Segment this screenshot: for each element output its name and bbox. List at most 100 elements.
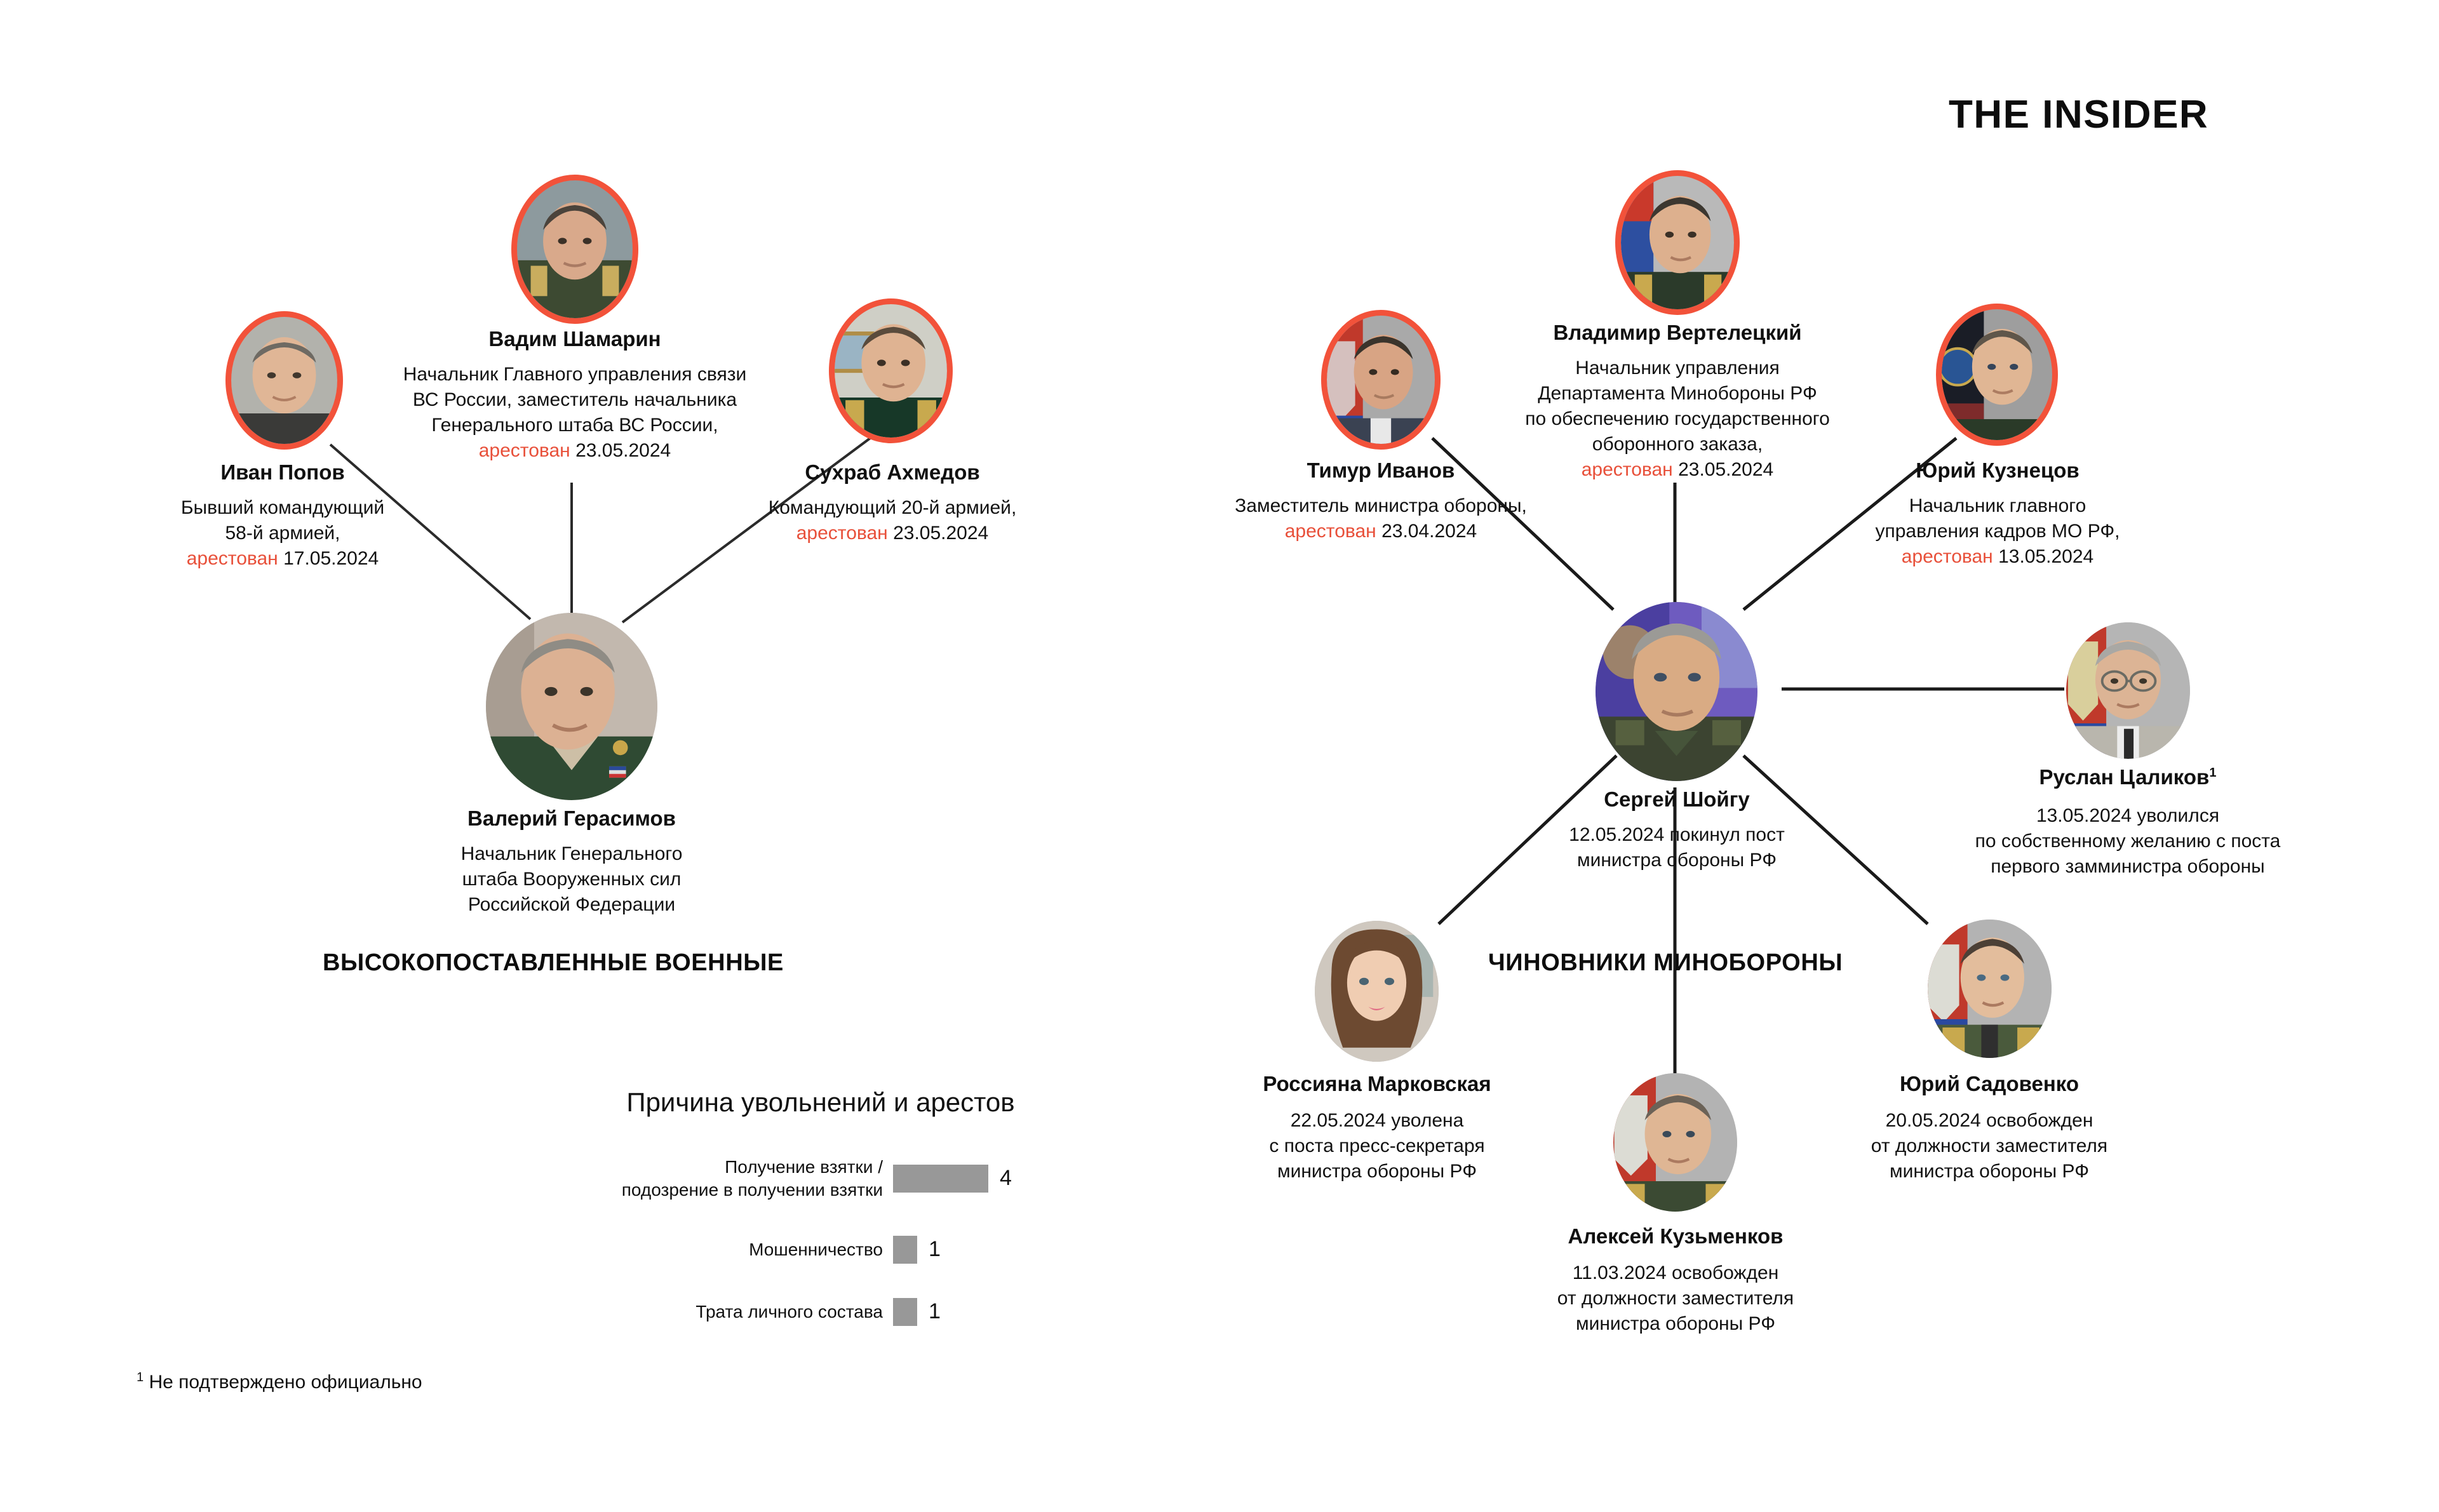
- chart-category-label: Трата личного состава: [445, 1301, 893, 1323]
- status-date: 23.05.2024: [893, 522, 989, 544]
- label-line: Мошенничество: [749, 1239, 883, 1259]
- status-line: арестован 23.05.2024: [353, 438, 797, 464]
- gerasimov-photo: [486, 613, 657, 800]
- portrait-popov: [225, 311, 343, 450]
- desc-line: по обеспечению государственного: [1525, 408, 1830, 429]
- desc-line: Генерального штаба ВС России,: [431, 414, 718, 436]
- desc-line: Начальник Генерального: [460, 843, 683, 864]
- chart-row: Мошенничество 1: [445, 1235, 1112, 1264]
- desc-line: ВС России, заместитель начальника: [412, 389, 737, 410]
- the-insider-logo: THE INSIDER: [1949, 93, 2209, 137]
- desc-line: оборонного заказа,: [1592, 433, 1763, 455]
- portrait-kuznetsov: [1936, 304, 2058, 446]
- desc-line: Начальник Главного управления связи: [403, 364, 747, 385]
- desc-line: 11.03.2024 освобожден: [1572, 1262, 1779, 1283]
- status-date: 23.05.2024: [575, 439, 671, 461]
- desc-line: министра обороны РФ: [1277, 1160, 1477, 1182]
- desc-sadovenko: 20.05.2024 освобожден от должности замес…: [1792, 1108, 2186, 1184]
- portrait-markovskaya: [1315, 921, 1439, 1062]
- portrait-kuzmenkov: [1613, 1073, 1737, 1212]
- name-tsalikov: Руслан Цаликов1: [1937, 765, 2318, 789]
- chart-category-label: Мошенничество: [445, 1238, 893, 1261]
- name-markovskaya: Россияна Марковская: [1263, 1072, 1491, 1095]
- chart-row: Трата личного состава 1: [445, 1297, 1112, 1326]
- desc-gerasimov: Начальник Генерального штаба Вооруженных…: [381, 841, 762, 918]
- popov-photo: [231, 317, 337, 444]
- chart-bar: [893, 1164, 988, 1193]
- desc-tsalikov: 13.05.2024 уволился по собственному жела…: [1925, 803, 2331, 880]
- name-shoigu: Сергей Шойгу: [1604, 787, 1750, 811]
- chart-bar: [893, 1235, 917, 1264]
- label-line: подозрение в получении взятки: [621, 1179, 883, 1200]
- status-date: 13.05.2024: [1998, 545, 2094, 567]
- markovskaya-photo: [1315, 921, 1439, 1062]
- desc-line: Департамента Минобороны РФ: [1538, 382, 1817, 404]
- desc-line: Начальник управления: [1575, 358, 1780, 378]
- footnote-ref: 1: [2209, 766, 2217, 780]
- desc-line: первого замминистра обороны: [1991, 855, 2265, 877]
- chart-value-label: 1: [929, 1237, 941, 1262]
- tsalikov-photo: [2066, 622, 2190, 759]
- desc-line: Заместитель министра обороны,: [1235, 495, 1527, 516]
- name-kuzmenkov: Алексей Кузьменков: [1568, 1224, 1784, 1248]
- desc-ivanov: Заместитель министра обороны, арестован …: [1178, 493, 1584, 544]
- desc-line: Начальник главного: [1909, 495, 2086, 516]
- desc-line: с поста пресс-секретаря: [1269, 1135, 1485, 1156]
- desc-line: министра обороны РФ: [1576, 849, 1777, 871]
- desc-kuzmenkov: 11.03.2024 освобожден от должности замес…: [1479, 1261, 1872, 1337]
- name-sadovenko: Юрий Садовенко: [1900, 1072, 2079, 1095]
- status-badge: арестован: [1901, 545, 1993, 567]
- desc-line: министра обороны РФ: [1889, 1160, 2090, 1182]
- name-popov: Иван Попов: [220, 460, 345, 484]
- desc-line: штаба Вооруженных сил: [462, 868, 682, 890]
- ivanov-photo: [1327, 316, 1435, 444]
- chart-value-label: 1: [929, 1299, 941, 1324]
- name-shamarin: Вадим Шамарин: [488, 327, 661, 351]
- desc-line: Командующий 20-й армией,: [768, 497, 1017, 518]
- status-line: арестован 17.05.2024: [79, 546, 486, 572]
- name-akhmedov: Сухраб Ахмедов: [805, 460, 980, 484]
- desc-line: 13.05.2024 уволился: [2036, 805, 2220, 826]
- desc-popov: Бывший командующий 58-й армией, арестова…: [79, 495, 486, 572]
- portrait-ivanov: [1321, 310, 1441, 450]
- desc-verteletsky: Начальник управления Департамента Минобо…: [1474, 356, 1881, 482]
- kuznetsov-photo: [1942, 309, 2052, 440]
- desc-akhmedov: Командующий 20-й армией, арестован 23.05…: [683, 495, 1102, 546]
- status-badge: арестован: [1284, 520, 1376, 542]
- status-line: арестован 13.05.2024: [1801, 544, 2194, 570]
- name-ivanov: Тимур Иванов: [1307, 458, 1455, 482]
- desc-line: министра обороны РФ: [1575, 1313, 1776, 1334]
- kuzmenkov-photo: [1613, 1073, 1737, 1212]
- desc-kuznetsov: Начальник главного управления кадров МО …: [1801, 493, 2194, 570]
- footnote: 1 Не подтверждено официально: [137, 1370, 422, 1393]
- desc-line: 58-й армией,: [225, 522, 340, 544]
- name-verteletsky: Владимир Вертелецкий: [1553, 321, 1802, 344]
- desc-line: 22.05.2024 уволена: [1290, 1110, 1464, 1131]
- status-date: 23.05.2024: [1678, 458, 1774, 480]
- desc-line: управления кадров МО РФ,: [1875, 520, 2120, 542]
- chart-row: Получение взятки / подозрение в получени…: [445, 1156, 1112, 1201]
- verteletsky-photo: [1621, 176, 1734, 309]
- desc-shamarin: Начальник Главного управления связи ВС Р…: [353, 362, 797, 464]
- chart-value-label: 4: [1000, 1166, 1012, 1191]
- sadovenko-photo: [1928, 920, 2052, 1058]
- name-gerasimov: Валерий Герасимов: [467, 806, 676, 830]
- reason-bar-chart: Получение взятки / подозрение в получени…: [445, 1156, 1112, 1360]
- shamarin-photo: [517, 180, 633, 318]
- status-line: арестован 23.05.2024: [683, 521, 1102, 546]
- status-badge: арестован: [478, 439, 570, 461]
- status-date: 23.04.2024: [1381, 520, 1477, 542]
- label-line: Получение взятки /: [725, 1157, 883, 1177]
- desc-line: по собственному желанию с поста: [1975, 830, 2281, 852]
- chart-category-label: Получение взятки / подозрение в получени…: [445, 1156, 893, 1201]
- portrait-gerasimov: [486, 613, 657, 800]
- portrait-sadovenko: [1928, 920, 2052, 1058]
- status-date: 17.05.2024: [283, 547, 379, 569]
- akhmedov-photo: [835, 304, 947, 438]
- portrait-shamarin: [511, 175, 638, 324]
- name-kuznetsov: Юрий Кузнецов: [1916, 458, 2080, 482]
- footnote-text: Не подтверждено официально: [149, 1372, 422, 1393]
- chart-title: Причина увольнений и арестов: [626, 1087, 1015, 1117]
